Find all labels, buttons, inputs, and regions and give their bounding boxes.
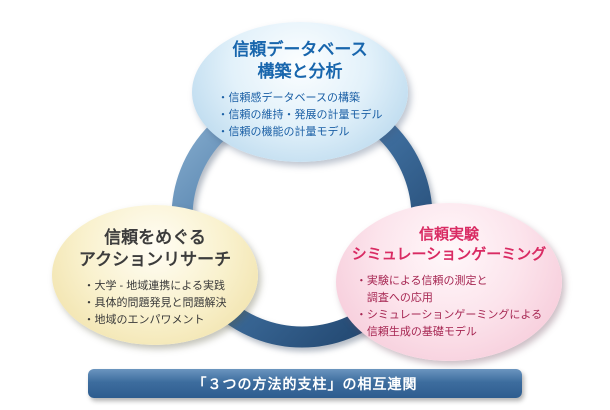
- node-trust-experiment-bullets: ・実験による信頼の測定と 調査への応用 ・シミュレーションゲーミングによる 信頼…: [356, 273, 542, 341]
- node-trust-experiment: 信頼実験 シミュレーションゲーミング ・実験による信頼の測定と 調査への応用 ・…: [336, 203, 562, 361]
- node-trust-database: 信頼データベース 構築と分析 ・信頼感データベースの構築 ・信頼の維持・発展の計…: [192, 22, 408, 162]
- caption-banner: 「３つの方法的支柱」の相互連関: [88, 369, 522, 398]
- title-line: 信頼をめぐる: [104, 228, 206, 247]
- node-action-research: 信頼をめぐる アクションリサーチ ・大学 - 地域連携による実践 ・具体的問題発…: [52, 205, 258, 345]
- bullet-item: ・信頼の維持・発展の計量モデル: [217, 108, 383, 121]
- bullet-item: ・地域のエンパワメント: [83, 313, 205, 326]
- bullet-item: ・大学 - 地域連携による実践: [83, 279, 225, 292]
- title-line: 信頼実験: [418, 226, 479, 243]
- title-line: 信頼データベース: [232, 40, 368, 59]
- node-action-research-bullets: ・大学 - 地域連携による実践 ・具体的問題発見と問題解決 ・地域のエンパワメン…: [84, 278, 227, 329]
- title-line: シミュレーションゲーミング: [351, 246, 547, 264]
- bullet-item: ・実験による信頼の測定と 調査への応用: [355, 274, 488, 304]
- caption-label: 「３つの方法的支柱」の相互連関: [192, 375, 418, 392]
- title-line: アクションリサーチ: [78, 249, 232, 269]
- bullet-item: ・信頼の機能の計量モデル: [217, 125, 350, 138]
- bullet-item: ・シミュレーションゲーミングによる 信頼生成の基礎モデル: [355, 308, 543, 338]
- node-trust-database-title: 信頼データベース 構築と分析: [232, 39, 367, 83]
- bullet-item: ・具体的問題発見と問題解決: [83, 296, 227, 309]
- title-line: 構築と分析: [257, 61, 343, 81]
- node-action-research-title: 信頼をめぐる アクションリサーチ: [79, 227, 231, 271]
- node-trust-database-bullets: ・信頼感データベースの構築 ・信頼の維持・発展の計量モデル ・信頼の機能の計量モ…: [218, 90, 383, 141]
- bullet-item: ・信頼感データベースの構築: [217, 91, 360, 104]
- node-trust-experiment-title: 信頼実験 シミュレーションゲーミング: [352, 225, 546, 266]
